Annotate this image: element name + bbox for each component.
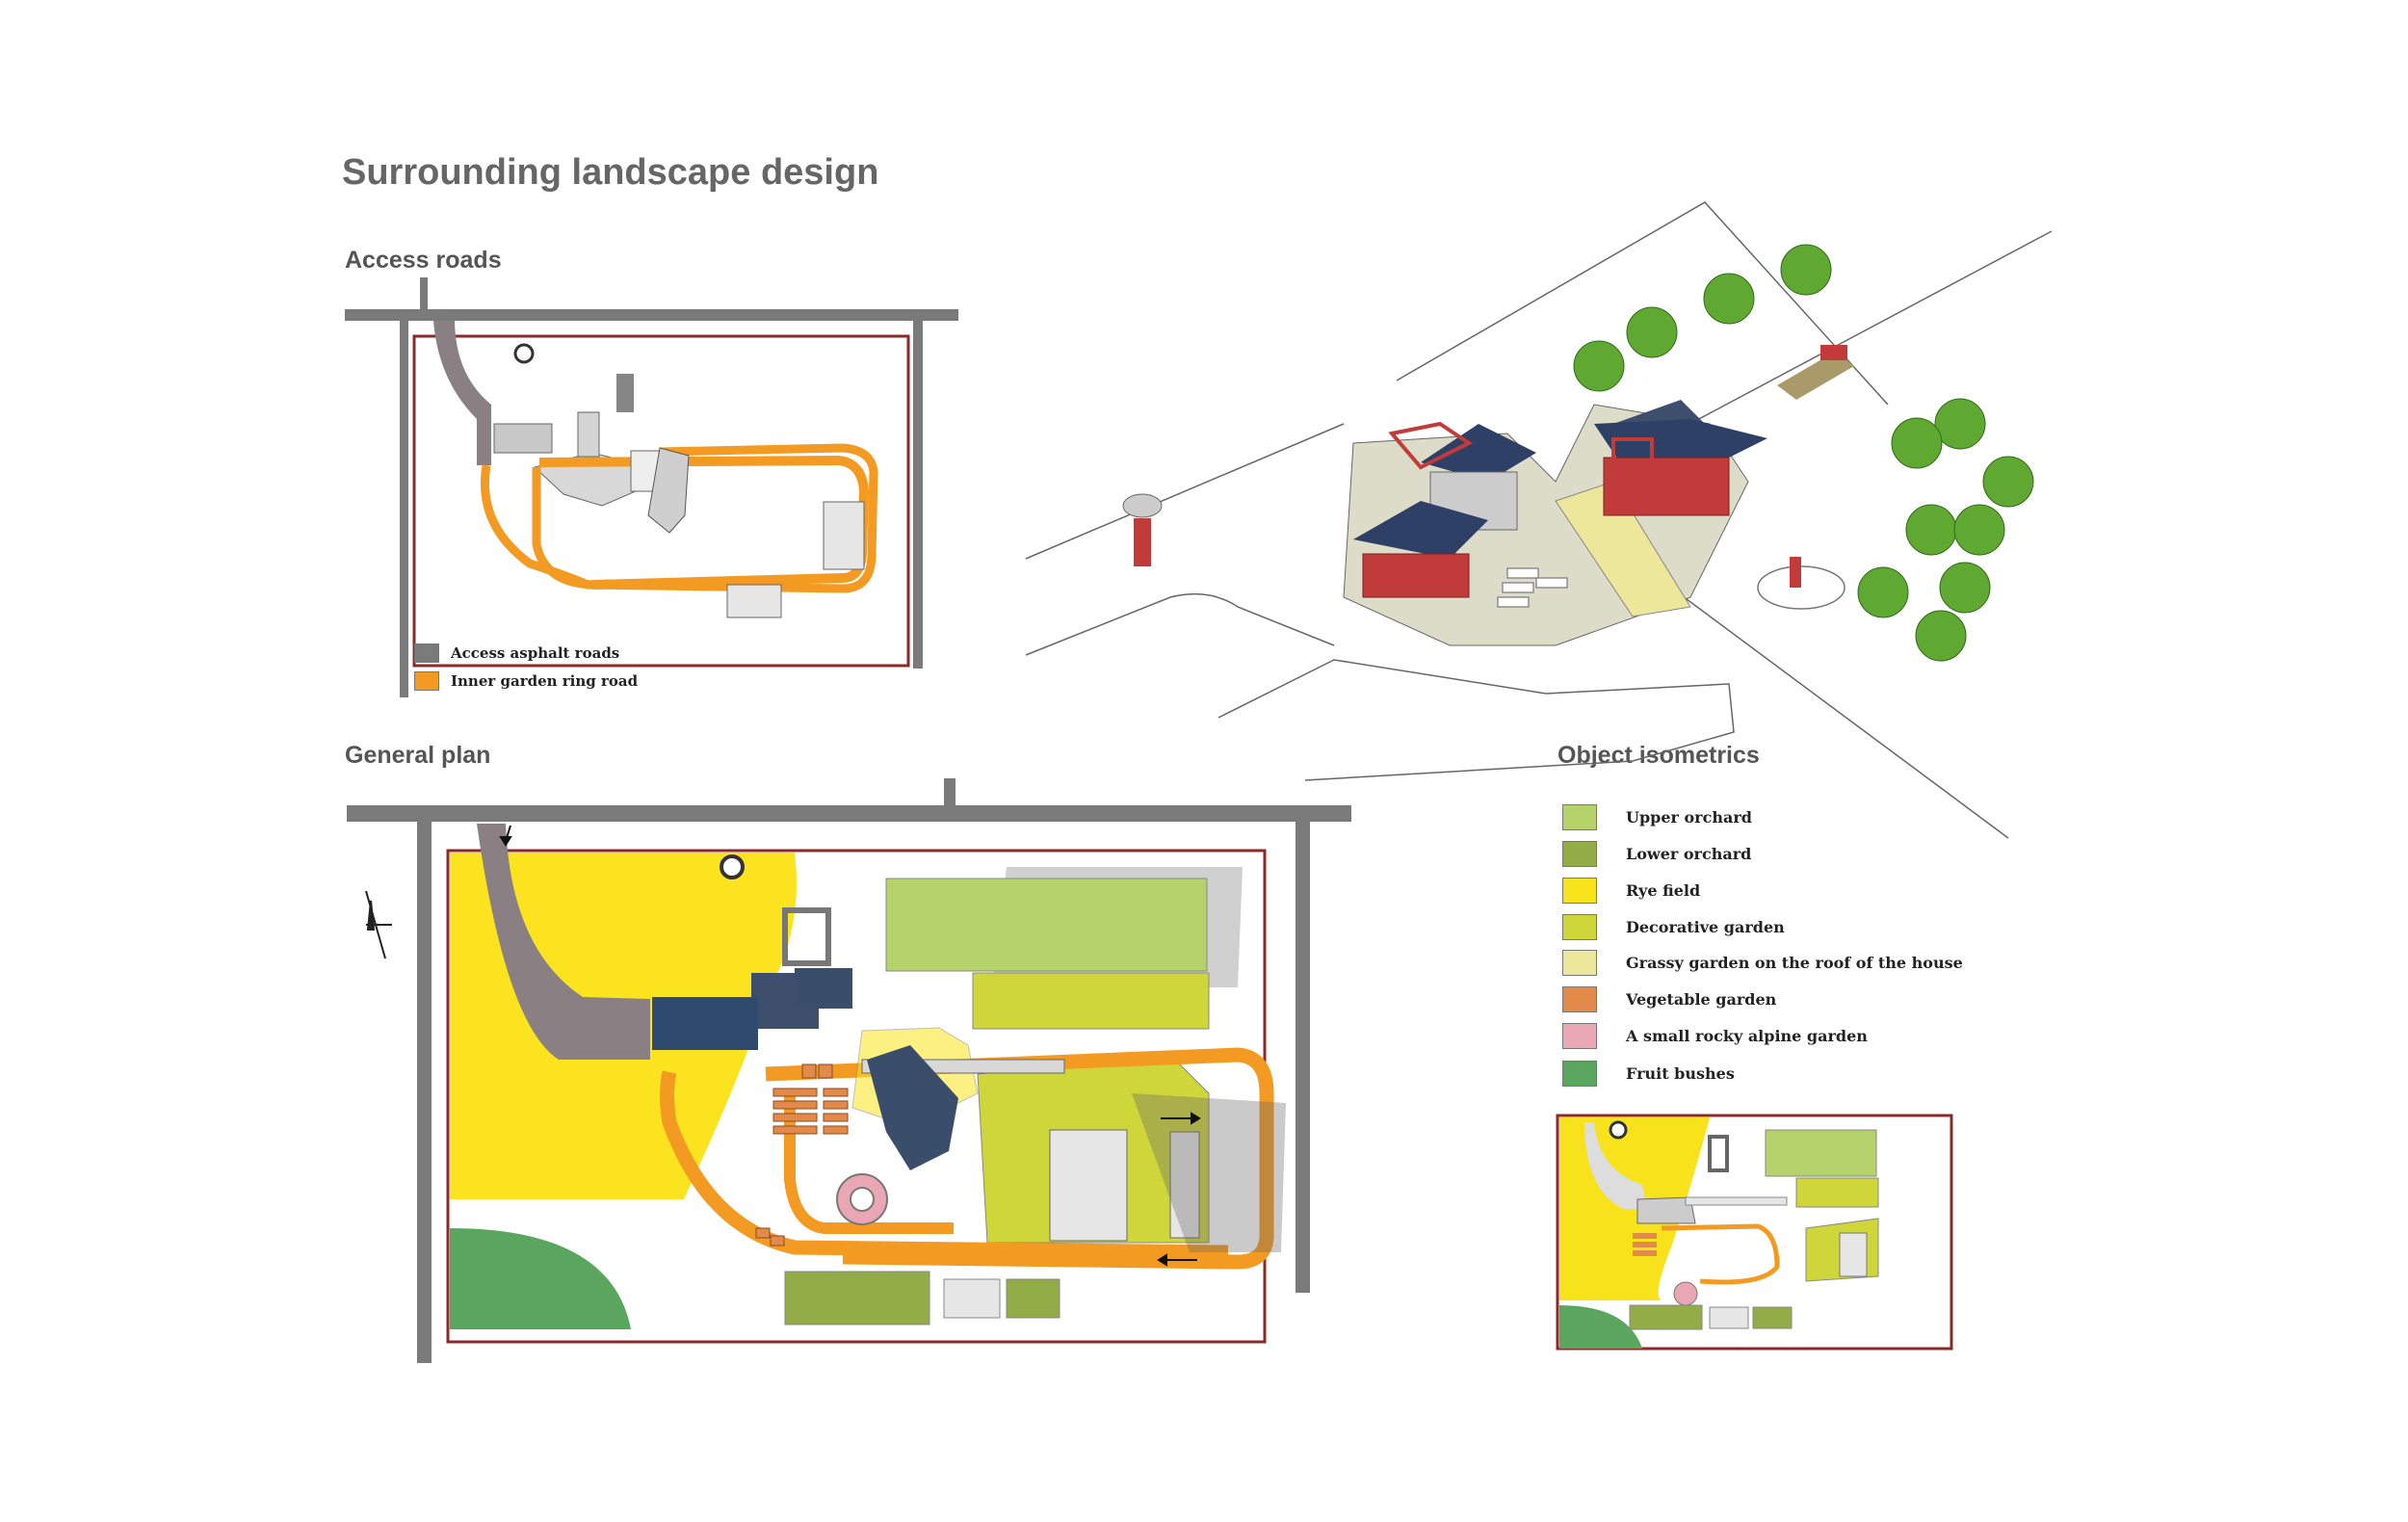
upper-orchard-label: Upper orchard <box>1626 808 1752 827</box>
legend-upper-orchard: Upper orchard <box>1562 804 1752 830</box>
roof-garden-swatch <box>1562 950 1597 976</box>
access-roads-heading: Access roads <box>345 247 502 274</box>
ring-road-swatch <box>414 671 439 691</box>
lower-orchard-label: Lower orchard <box>1626 845 1752 863</box>
general-plan-heading: General plan <box>345 742 491 769</box>
legend-alpine-garden: A small rocky alpine garden <box>1562 1023 1868 1049</box>
access-legend-ring-road: Inner garden ring road <box>414 671 638 691</box>
legend-roof-garden: Grassy garden on the roof of the house <box>1562 950 1963 976</box>
mini-plan <box>1556 1114 1953 1351</box>
fruit-bushes-swatch <box>1562 1061 1597 1087</box>
general-plan <box>347 778 1351 1363</box>
lower-orchard-swatch <box>1562 841 1597 867</box>
upper-orchard-swatch <box>1562 804 1597 830</box>
decorative-garden-swatch <box>1562 914 1597 940</box>
page-title: Surrounding landscape design <box>342 152 879 193</box>
vegetable-garden-swatch <box>1562 986 1597 1012</box>
legend-lower-orchard: Lower orchard <box>1562 841 1751 867</box>
alpine-garden-swatch <box>1562 1023 1597 1049</box>
asphalt-label: Access asphalt roads <box>451 644 620 662</box>
vegetable-garden-label: Vegetable garden <box>1626 990 1777 1009</box>
alpine-garden-label: A small rocky alpine garden <box>1626 1027 1868 1045</box>
ring-road-label: Inner garden ring road <box>451 672 639 690</box>
rye-field-label: Rye field <box>1626 881 1701 900</box>
access-legend-asphalt: Access asphalt roads <box>414 643 619 663</box>
rye-field-swatch <box>1562 878 1597 904</box>
object-isometric-view <box>1025 201 2053 839</box>
object-isometrics-heading: Object isometrics <box>1557 742 1760 769</box>
roof-garden-label: Grassy garden on the roof of the house <box>1626 954 1963 972</box>
legend-rye-field: Rye field <box>1562 878 1700 904</box>
fruit-bushes-label: Fruit bushes <box>1626 1064 1735 1083</box>
decorative-garden-label: Decorative garden <box>1626 918 1785 936</box>
legend-decorative-garden: Decorative garden <box>1562 914 1785 940</box>
legend-fruit-bushes: Fruit bushes <box>1562 1061 1735 1087</box>
access-roads-plan <box>345 277 958 697</box>
legend-vegetable-garden: Vegetable garden <box>1562 986 1776 1012</box>
asphalt-swatch <box>414 643 439 663</box>
